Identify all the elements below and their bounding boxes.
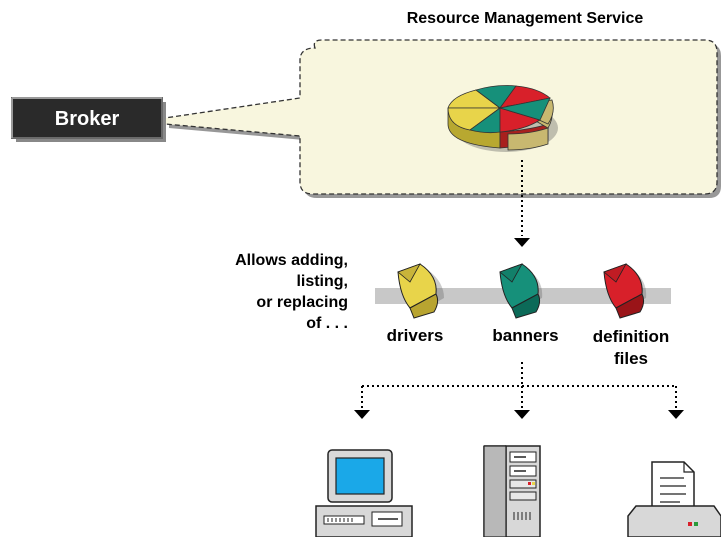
operations-note-line: Allows adding, xyxy=(235,252,348,269)
arrow-pie-to-resources xyxy=(514,160,530,247)
service-cloud xyxy=(164,39,721,198)
operations-note: Allows adding, listing, or replacing of … xyxy=(180,250,348,334)
broker-box xyxy=(11,97,166,142)
definition-files-label-line: definition xyxy=(592,327,670,346)
computer-icon xyxy=(315,449,413,538)
red-wedge-icon xyxy=(603,263,647,319)
server-tower-icon xyxy=(483,445,541,538)
drivers-label-line: drivers xyxy=(386,326,444,345)
operations-note-line: or replacing xyxy=(256,294,348,311)
operations-note-line: of . . . xyxy=(306,315,348,332)
broker-label: Broker xyxy=(54,108,120,130)
yellow-wedge-icon xyxy=(397,263,444,319)
operations-note-line: listing, xyxy=(296,273,348,290)
drivers-label: drivers xyxy=(375,326,455,346)
banners-label-line: banners xyxy=(492,326,559,345)
definition-files-label-line: files xyxy=(613,349,649,368)
definition-files-label: definition files xyxy=(576,326,686,370)
diagram-title: Resource Management Service xyxy=(406,10,644,27)
pie-chart-icon xyxy=(447,85,558,152)
banners-label: banners xyxy=(478,326,573,346)
teal-wedge-icon xyxy=(499,263,543,319)
arrow-resources-to-targets xyxy=(354,362,684,419)
printer-icon xyxy=(627,461,721,538)
